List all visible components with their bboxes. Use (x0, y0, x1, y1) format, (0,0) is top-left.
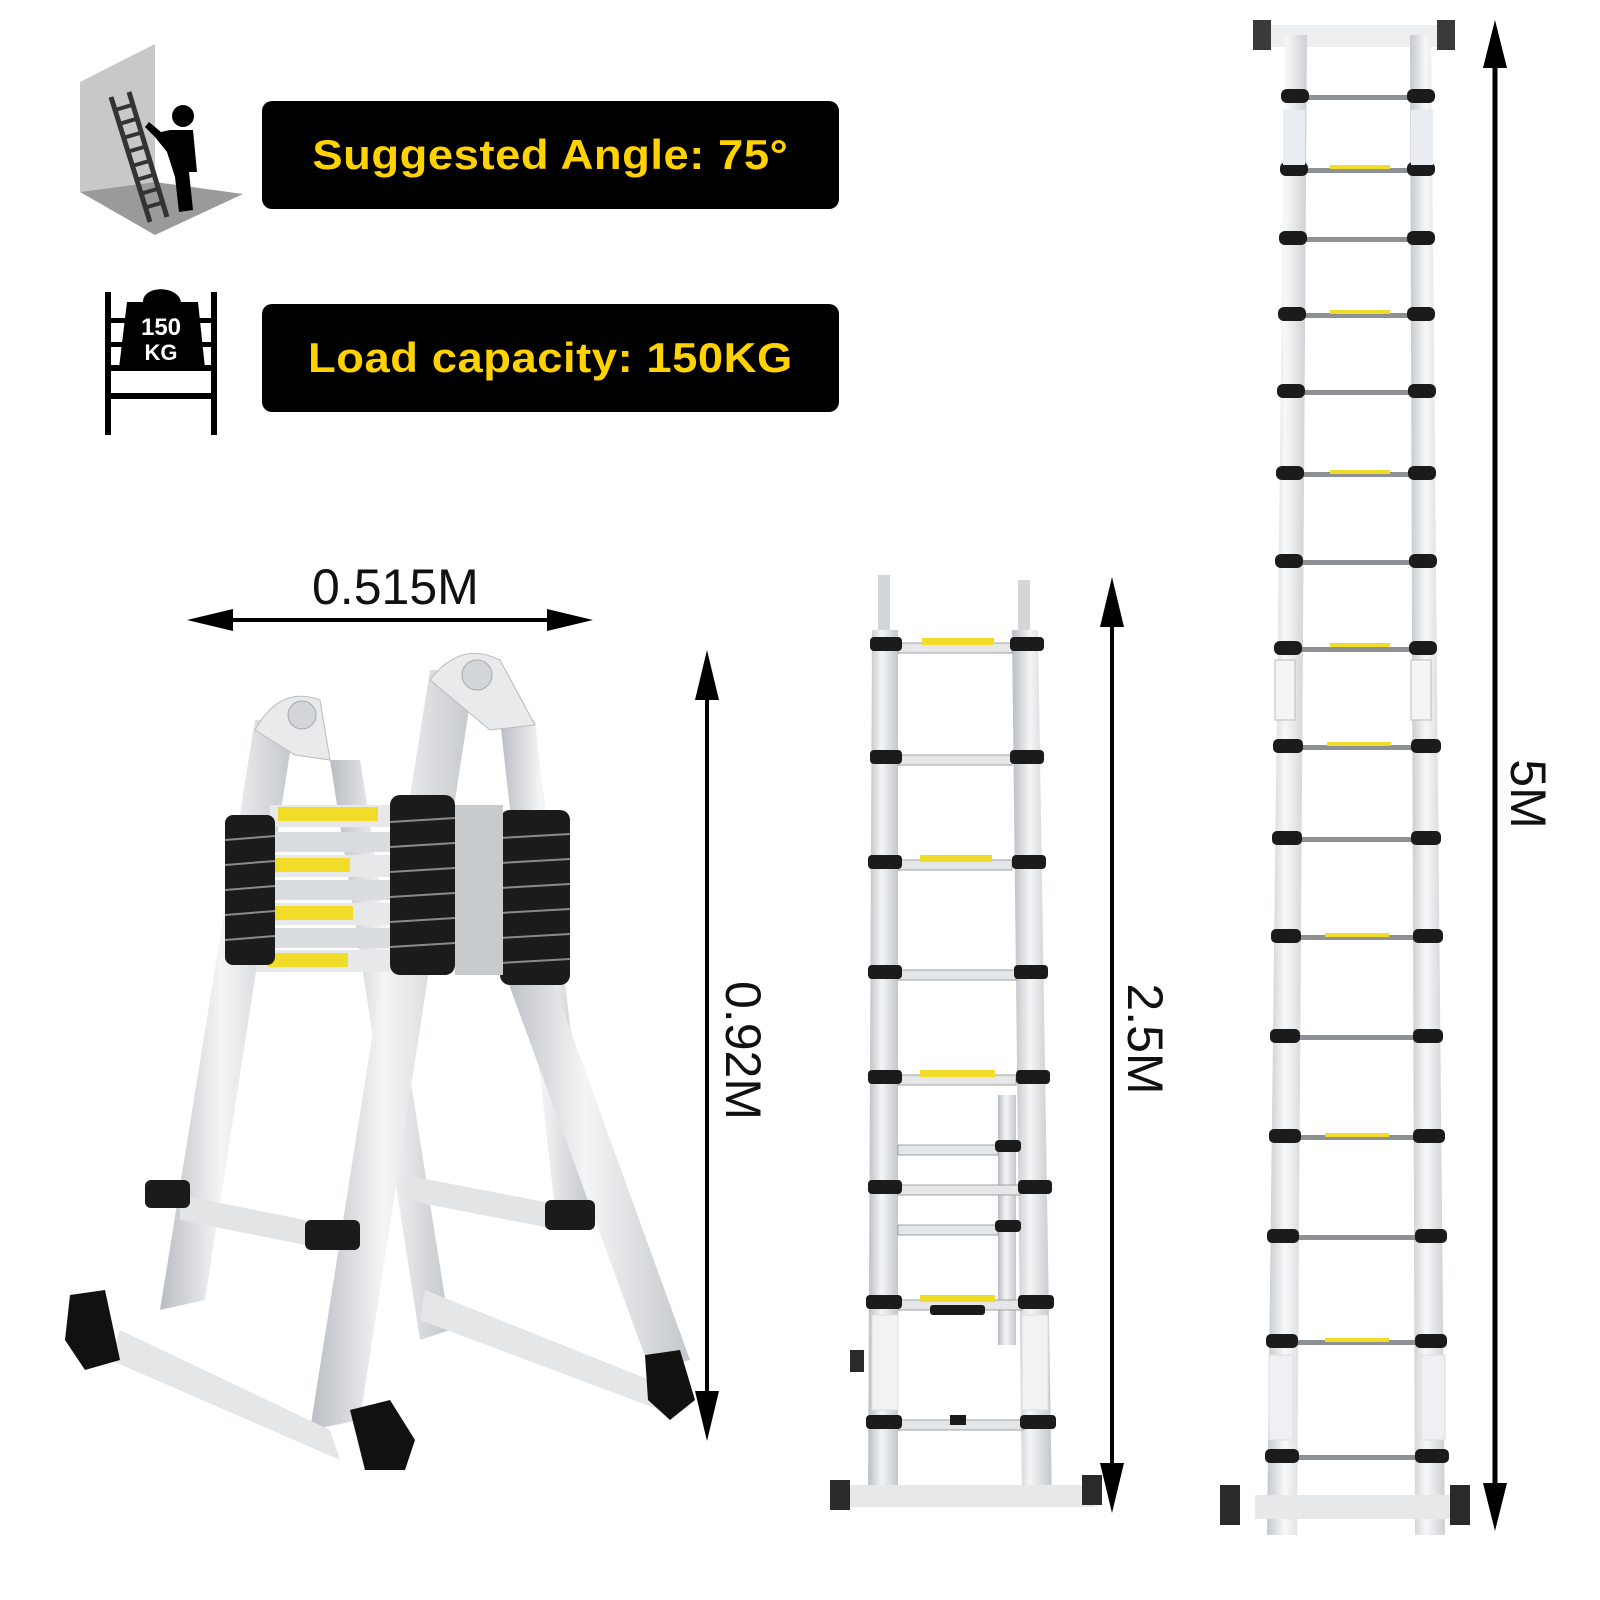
step-ladder-image (830, 575, 1102, 1510)
step-ladder-height-label: 2.5M (1117, 983, 1173, 1095)
double-arrow-vertical-icon (1483, 20, 1507, 1531)
a-frame-height-label: 0.92M (715, 981, 771, 1120)
weight-icon-unit: KG (145, 340, 178, 365)
load-capacity-text: Load capacity: 150KG (308, 334, 793, 381)
a-frame-width-label: 0.515M (312, 559, 479, 615)
weight-icon-number: 150 (141, 314, 181, 341)
extension-ladder-image (1220, 20, 1470, 1535)
suggested-angle-badge: Suggested Angle: 75° (262, 101, 839, 209)
double-arrow-vertical-icon (1100, 577, 1124, 1513)
ladder-angle-icon (80, 44, 243, 235)
load-capacity-badge: Load capacity: 150KG (262, 304, 839, 412)
double-arrow-horizontal-icon (187, 609, 593, 631)
weight-capacity-icon: 150 KG (105, 289, 217, 435)
a-frame-ladder-image (65, 652, 695, 1470)
double-arrow-vertical-icon (695, 650, 719, 1441)
suggested-angle-text: Suggested Angle: 75° (312, 131, 789, 178)
extension-ladder-height-label: 5M (1500, 759, 1556, 829)
